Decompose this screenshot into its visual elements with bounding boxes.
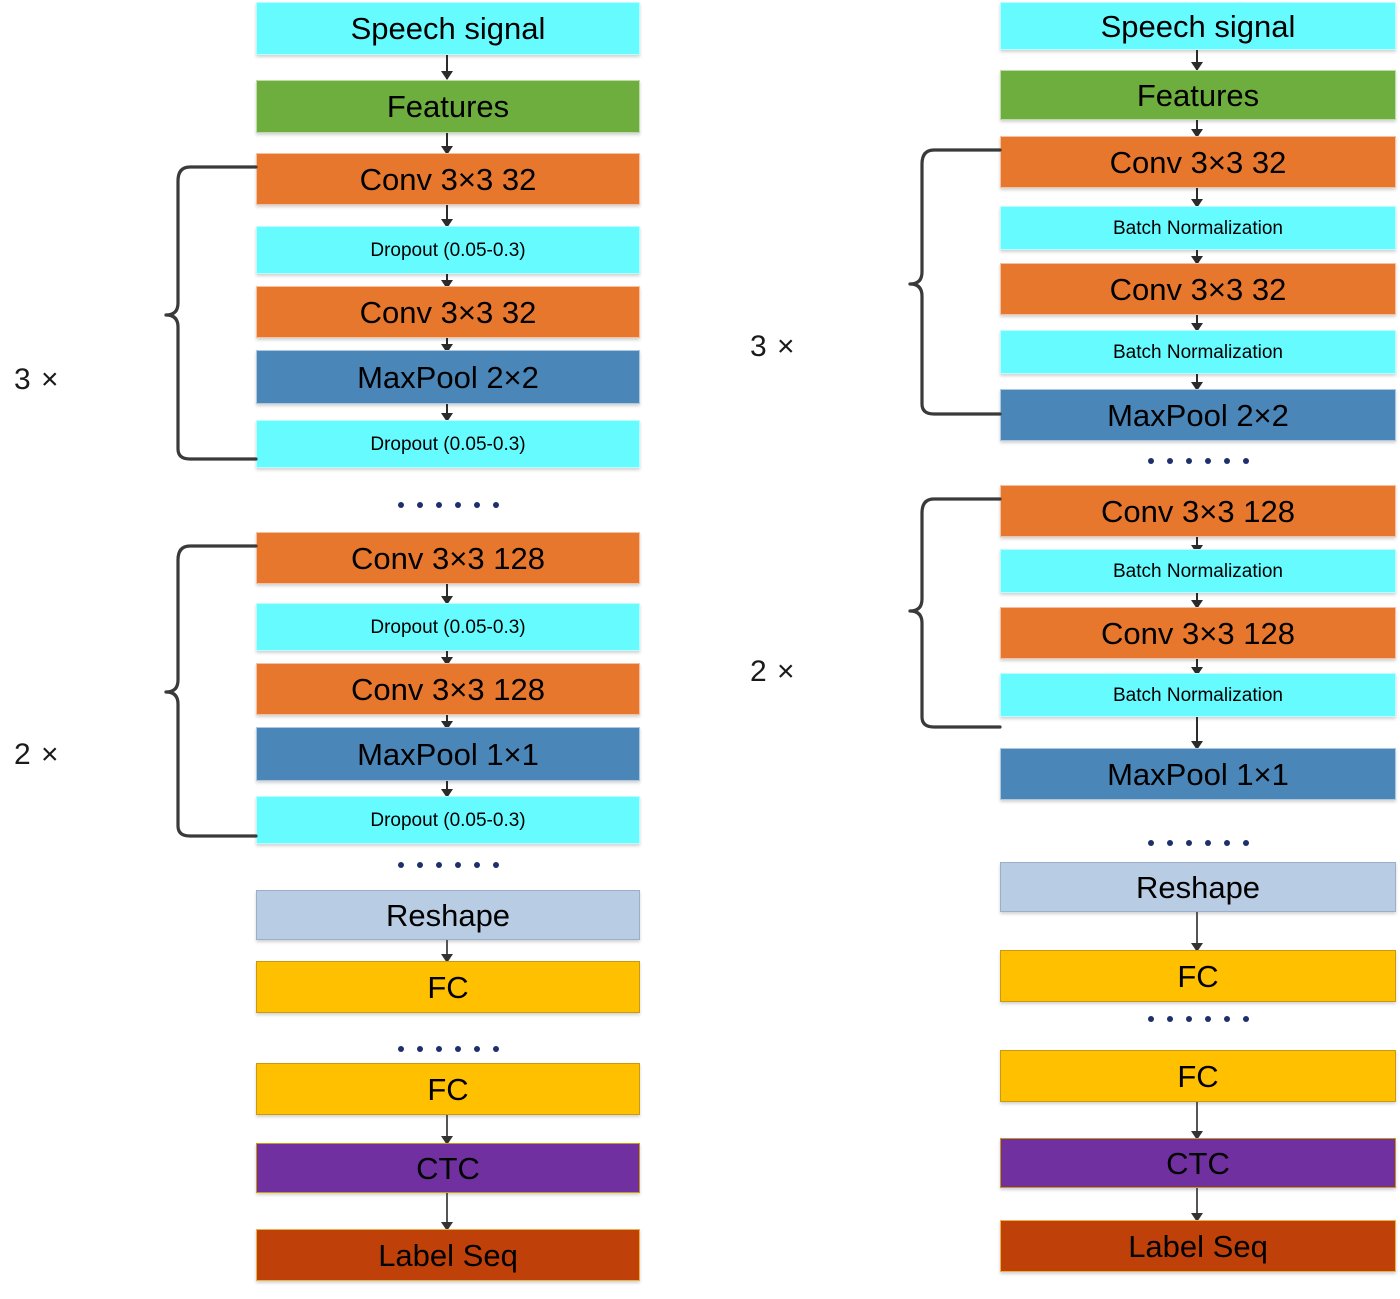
arrow-connector: [446, 651, 448, 665]
ellipsis-dots: [398, 862, 499, 868]
block-batch-norm-d: Batch Normalization: [1000, 673, 1396, 717]
block-reshape: Reshape: [1000, 862, 1396, 912]
arrow-connector: [1196, 315, 1198, 331]
arrow-connector: [446, 781, 448, 797]
block-features: Features: [1000, 70, 1396, 120]
ellipsis-dots: [1148, 1016, 1249, 1022]
arrow-connector: [1196, 250, 1198, 264]
arrow-connector: [446, 133, 448, 154]
block-conv-3x3-32-b: Conv 3×3 32: [256, 286, 640, 338]
arrow-connector: [446, 940, 448, 962]
arrow-connector: [1196, 537, 1198, 553]
arrow-connector: [1196, 593, 1198, 608]
arrow-connector: [1196, 1188, 1198, 1221]
block-maxpool-2x2: MaxPool 2×2: [256, 350, 640, 404]
arrow-connector: [446, 1115, 448, 1144]
repeat-brace-2x: [896, 495, 1006, 755]
block-label-seq: Label Seq: [256, 1229, 640, 1281]
arrow-connector: [446, 1193, 448, 1230]
block-batch-norm-b: Batch Normalization: [1000, 330, 1396, 374]
arrow-connector: [446, 55, 448, 79]
block-maxpool-1x1: MaxPool 1×1: [1000, 748, 1396, 800]
block-fc-b: FC: [1000, 1050, 1396, 1102]
arrow-connector: [1196, 188, 1198, 207]
ellipsis-dots: [1148, 458, 1249, 464]
arrow-connector: [1196, 374, 1198, 390]
arrow-connector: [446, 584, 448, 604]
arrow-connector: [446, 205, 448, 227]
arrow-connector: [1196, 717, 1198, 749]
repeat-brace-2x: [152, 542, 262, 842]
block-dropout-c: Dropout (0.05-0.3): [256, 603, 640, 651]
block-speech-signal: Speech signal: [256, 2, 640, 55]
arrow-connector: [1196, 50, 1198, 70]
block-conv-3x3-128-a: Conv 3×3 128: [1000, 485, 1396, 537]
block-features: Features: [256, 80, 640, 133]
arrow-connector: [1196, 1102, 1198, 1139]
repeat-brace-3x: [152, 163, 262, 463]
block-reshape: Reshape: [256, 890, 640, 940]
block-conv-3x3-32-b: Conv 3×3 32: [1000, 263, 1396, 315]
block-dropout-d: Dropout (0.05-0.3): [256, 796, 640, 844]
block-speech-signal: Speech signal: [1000, 2, 1396, 50]
block-fc-b: FC: [256, 1063, 640, 1115]
arrow-connector: [446, 274, 448, 288]
repeat-label-3x: 3 ×: [14, 363, 60, 396]
block-conv-3x3-128-a: Conv 3×3 128: [256, 532, 640, 584]
arrow-connector: [1196, 912, 1198, 951]
repeat-label-3x: 3 ×: [750, 330, 796, 363]
ellipsis-dots: [398, 1046, 499, 1052]
ellipsis-dots: [1148, 840, 1249, 846]
block-fc-a: FC: [256, 961, 640, 1013]
repeat-label-2x: 2 ×: [750, 655, 796, 688]
arrow-connector: [446, 715, 448, 729]
block-batch-norm-c: Batch Normalization: [1000, 549, 1396, 593]
block-maxpool-2x2: MaxPool 2×2: [1000, 389, 1396, 441]
ellipsis-dots: [398, 502, 499, 508]
block-label-seq: Label Seq: [1000, 1220, 1396, 1272]
arrow-connector: [1196, 120, 1198, 137]
block-ctc: CTC: [256, 1143, 640, 1193]
block-conv-3x3-128-b: Conv 3×3 128: [256, 663, 640, 715]
block-batch-norm-a: Batch Normalization: [1000, 206, 1396, 250]
block-dropout-a: Dropout (0.05-0.3): [256, 226, 640, 274]
repeat-label-2x: 2 ×: [14, 738, 60, 771]
block-conv-3x3-128-b: Conv 3×3 128: [1000, 607, 1396, 659]
block-conv-3x3-32-a: Conv 3×3 32: [256, 153, 640, 205]
block-conv-3x3-32-a: Conv 3×3 32: [1000, 136, 1396, 188]
block-dropout-b: Dropout (0.05-0.3): [256, 420, 640, 468]
block-maxpool-1x1: MaxPool 1×1: [256, 727, 640, 781]
arrow-connector: [446, 338, 448, 352]
arrow-connector: [446, 404, 448, 421]
repeat-brace-3x: [896, 146, 1006, 436]
block-ctc: CTC: [1000, 1138, 1396, 1188]
arrow-connector: [1196, 659, 1198, 675]
block-fc-a: FC: [1000, 950, 1396, 1002]
